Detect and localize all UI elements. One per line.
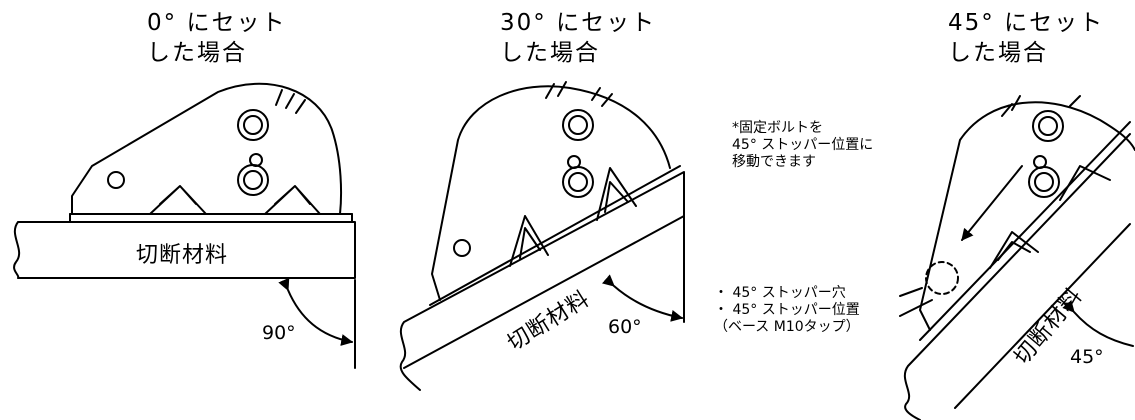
angle-arc-45 xyxy=(1062,299,1134,347)
angle-label-60: 60° xyxy=(608,316,642,338)
note-arrow xyxy=(961,165,1023,241)
bolt-note-line1: *固定ボルトを xyxy=(732,120,823,136)
stopper-hole-45 xyxy=(925,261,959,295)
bolt-note: *固定ボルトを 45° ストッパー位置に 移動できます xyxy=(732,120,873,171)
rib-45b xyxy=(1059,165,1111,201)
title-45-line1: 45° にセット xyxy=(948,10,1105,36)
stopper-note: ・ 45° ストッパー穴 ・ 45° ストッパー位置 （ベース M10タップ） xyxy=(714,285,860,336)
bracket-body-45 xyxy=(919,101,1135,331)
material-bar-30 xyxy=(399,171,685,391)
title-0-degree: 0° にセット した場合 xyxy=(147,8,286,68)
title-30-line1: 30° にセット xyxy=(500,10,657,36)
angle-label-90: 90° xyxy=(262,322,296,344)
hole-30 xyxy=(453,239,471,257)
material-label-0: 切断材料 xyxy=(136,243,229,268)
hole-0 xyxy=(107,171,125,189)
material-bar-45 xyxy=(903,133,1131,420)
bolt-note-line2: 45° ストッパー位置に xyxy=(732,137,874,153)
bolt-0a xyxy=(237,109,269,141)
title-0-line1: 0° にセット xyxy=(147,10,287,36)
bracket-body-0 xyxy=(71,82,343,215)
bolt-45b xyxy=(1028,166,1060,198)
panel-45-degree xyxy=(899,95,1135,420)
bracket-body-30 xyxy=(431,85,671,301)
title-45-degree: 45° にセット した場合 xyxy=(948,8,1104,68)
bolt-note-line3: 移動できます xyxy=(732,154,816,170)
title-45-line2: した場合 xyxy=(948,40,1048,66)
scale-marks-30 xyxy=(545,81,613,107)
title-30-line2: した場合 xyxy=(500,40,600,66)
base-plate-30 xyxy=(429,165,681,306)
base-plate-45 xyxy=(919,121,1131,341)
panel-30-degree xyxy=(399,81,685,391)
angle-arc-0 xyxy=(278,277,354,346)
rib-45a xyxy=(989,231,1039,269)
scale-marks-0 xyxy=(275,89,306,114)
bolt-45a xyxy=(1032,110,1064,142)
title-30-degree: 30° にセット した場合 xyxy=(500,8,656,68)
leader-stopper-position xyxy=(899,299,933,317)
rib-30a xyxy=(509,215,549,267)
material-bar-0 xyxy=(13,221,356,279)
stopper-note-line3: （ベース M10タップ） xyxy=(714,319,860,335)
angle-label-45: 45° xyxy=(1070,346,1104,368)
rib-30b xyxy=(596,167,637,221)
bolt-0b xyxy=(237,164,269,196)
bolt-30a xyxy=(562,109,594,141)
angle-arc-30 xyxy=(601,274,684,322)
stopper-note-line1: ・ 45° ストッパー穴 xyxy=(714,285,846,301)
rib-0a xyxy=(149,185,207,215)
scale-marks-45 xyxy=(1001,95,1081,117)
rib-0b xyxy=(264,185,321,215)
title-0-line2: した場合 xyxy=(147,40,247,66)
leader-stopper-hole xyxy=(899,287,923,297)
stopper-note-line2: ・ 45° ストッパー位置 xyxy=(714,302,860,318)
panel-0-degree xyxy=(13,82,356,369)
bolt-30b xyxy=(562,166,594,198)
